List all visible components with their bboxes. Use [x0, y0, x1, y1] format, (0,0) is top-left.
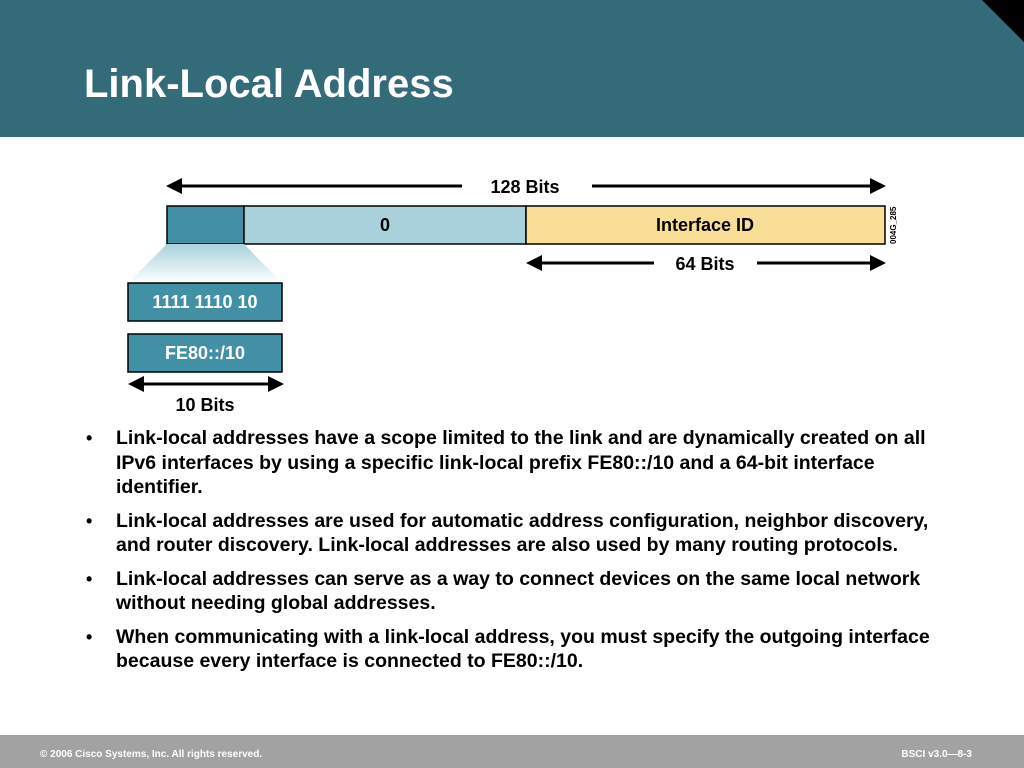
prefix-segment	[166, 205, 245, 245]
bullet-list: • Link-local addresses have a scope limit…	[86, 426, 956, 683]
total-bits-label: 128 Bits	[490, 177, 559, 197]
prefix-hex: FE80::/10	[165, 343, 245, 363]
bullet-text: When communicating with a link-local add…	[116, 625, 930, 673]
copyright-text: © 2006 Cisco Systems, Inc. All rights re…	[40, 749, 263, 760]
prefix-bits-label: 10 Bits	[175, 395, 234, 415]
bullet-item: • Link-local addresses are used for autom…	[86, 509, 956, 558]
bullet-text: Link-local addresses can serve as a way …	[116, 567, 921, 615]
prefix-hex-box	[127, 333, 283, 373]
zero-segment	[243, 205, 527, 245]
bullet-text: Link-local addresses are used for automa…	[116, 509, 929, 557]
bullet-item: • Link-local addresses can serve as a way…	[86, 567, 956, 616]
interface-id-label: Interface ID	[656, 215, 754, 235]
address-diagram: 128 Bits 0 Interface ID 004G_285 64 Bits…	[127, 177, 898, 415]
interface-id-segment	[525, 205, 886, 245]
title-bar: Link-Local Address	[0, 0, 1024, 137]
version-text: BSCI v3.0—8-3	[901, 749, 972, 760]
bullet-dot: •	[86, 510, 93, 531]
prefix-expansion	[128, 244, 282, 283]
total-bits-arrow	[166, 178, 886, 194]
prefix-bits-arrow	[128, 376, 284, 392]
prefix-binary-box	[127, 282, 283, 322]
bullet-text: Link-local addresses have a scope limite…	[116, 427, 926, 498]
prefix-binary: 1111 1110 10	[152, 292, 257, 312]
zero-segment-label: 0	[380, 215, 390, 235]
slide-title: Link-Local Address	[84, 62, 454, 106]
bullet-item: • Link-local addresses have a scope limit…	[86, 426, 956, 500]
corner-mark	[982, 0, 1024, 42]
footer-bar: © 2006 Cisco Systems, Inc. All rights re…	[0, 735, 1024, 768]
interface-bits-label: 64 Bits	[675, 254, 734, 274]
bullet-dot: •	[86, 428, 93, 448]
interface-bits-arrow	[526, 255, 886, 271]
bullet-dot: •	[86, 568, 93, 589]
bullet-item: • When communicating with a link-local ad…	[86, 625, 956, 674]
bullet-dot: •	[86, 626, 93, 647]
figure-id: 004G_285	[889, 206, 898, 244]
